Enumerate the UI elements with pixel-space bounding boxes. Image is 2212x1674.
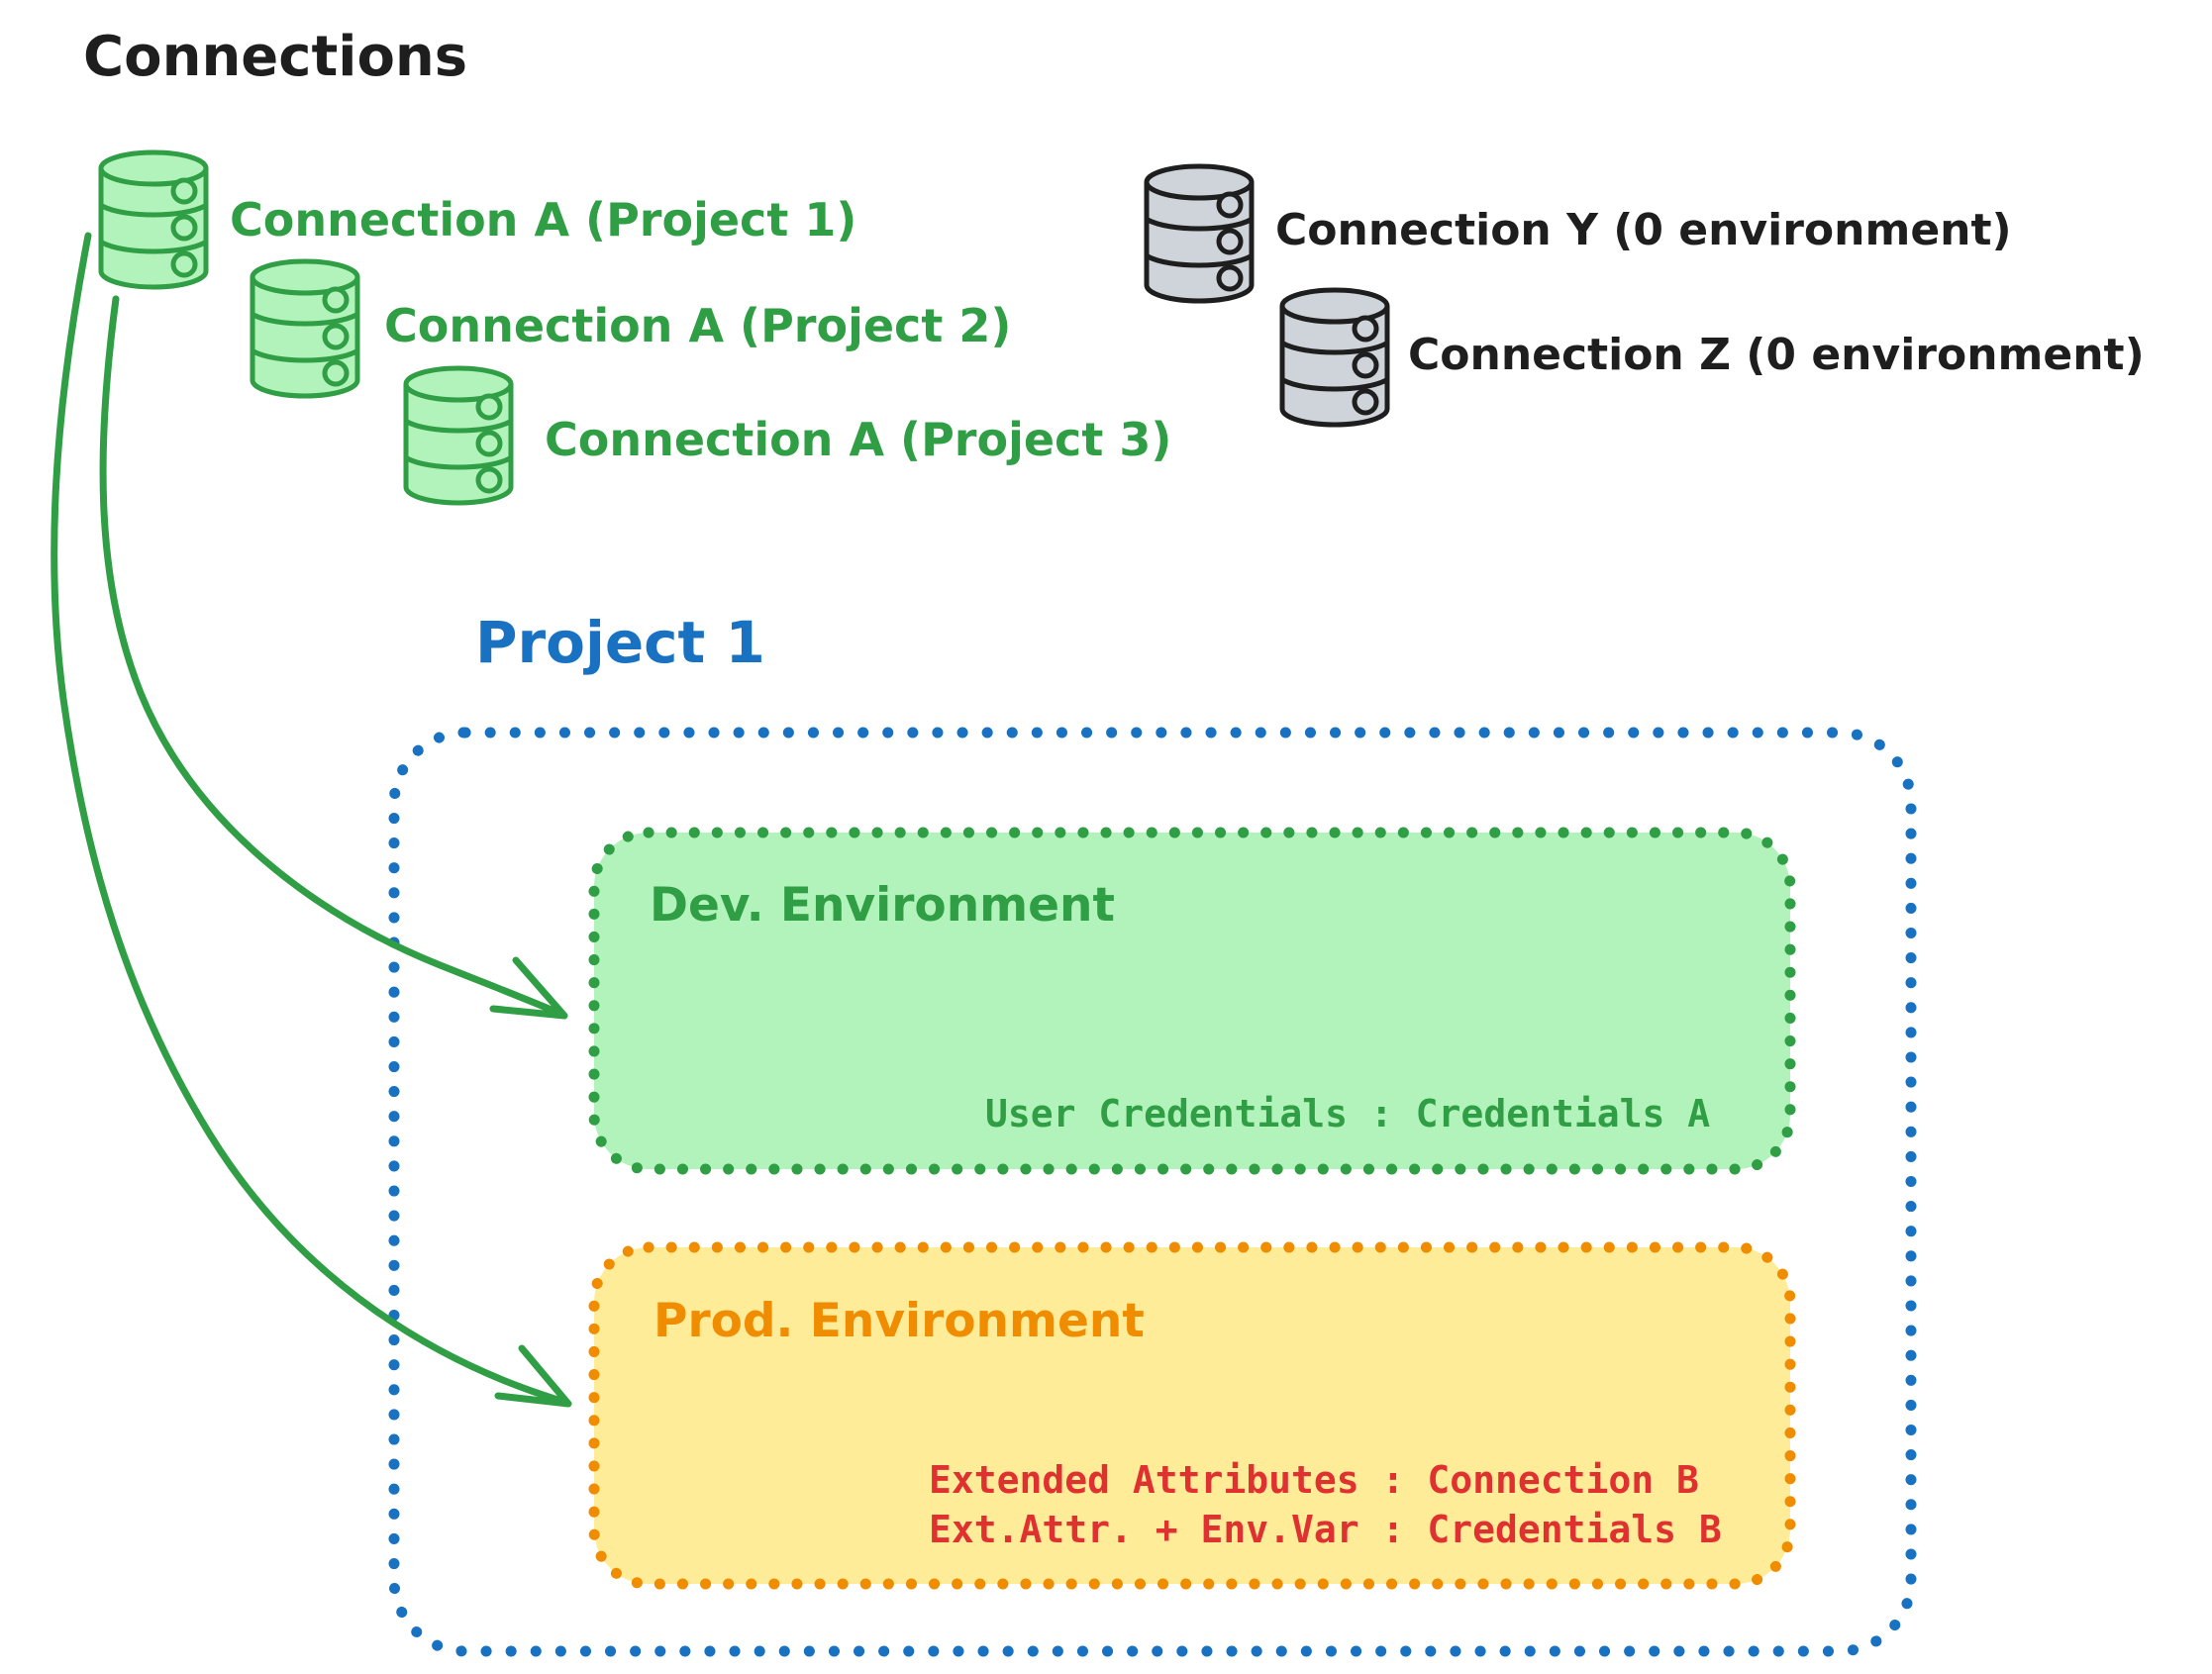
label-connection-y: Connection Y (0 environment) (1275, 205, 2012, 255)
arrow-connection-a-to-prod (50, 232, 568, 1406)
database-icon-connection-a-project-1 (101, 152, 206, 287)
prod-environment-box (588, 1241, 1796, 1590)
database-icon-connection-a-project-3 (406, 368, 511, 503)
label-connection-a-project-2: Connection A (Project 2) (384, 299, 1012, 352)
database-icon-connection-y (1147, 166, 1252, 301)
dev-environment-credentials: User Credentials : Credentials A (985, 1092, 1711, 1135)
arrow-head-prod-icon (494, 1344, 572, 1408)
prod-credentials-line-1: Extended Attributes : Connection B (929, 1458, 1699, 1502)
project-1-container-box (388, 727, 1917, 1657)
database-icon-connection-a-project-2 (252, 261, 357, 396)
arrow-connection-a-to-dev (99, 295, 564, 1018)
prod-credentials-line-2: Ext.Attr. + Env.Var : Credentials B (929, 1508, 1722, 1551)
dev-environment-title: Dev. Environment (650, 878, 1115, 933)
label-connection-a-project-3: Connection A (Project 3) (545, 413, 1172, 466)
project-1-title: Project 1 (475, 609, 765, 676)
label-connection-a-project-1: Connection A (Project 1) (230, 193, 857, 246)
prod-environment-credentials: Extended Attributes : Connection B Ext.A… (929, 1455, 1722, 1554)
prod-environment-title: Prod. Environment (654, 1294, 1145, 1348)
label-connection-z: Connection Z (0 environment) (1408, 330, 2145, 380)
arrow-head-dev-icon (489, 956, 568, 1020)
diagram-title: Connections (83, 25, 468, 89)
dev-environment-box (588, 827, 1796, 1175)
database-icon-connection-z (1282, 290, 1387, 425)
